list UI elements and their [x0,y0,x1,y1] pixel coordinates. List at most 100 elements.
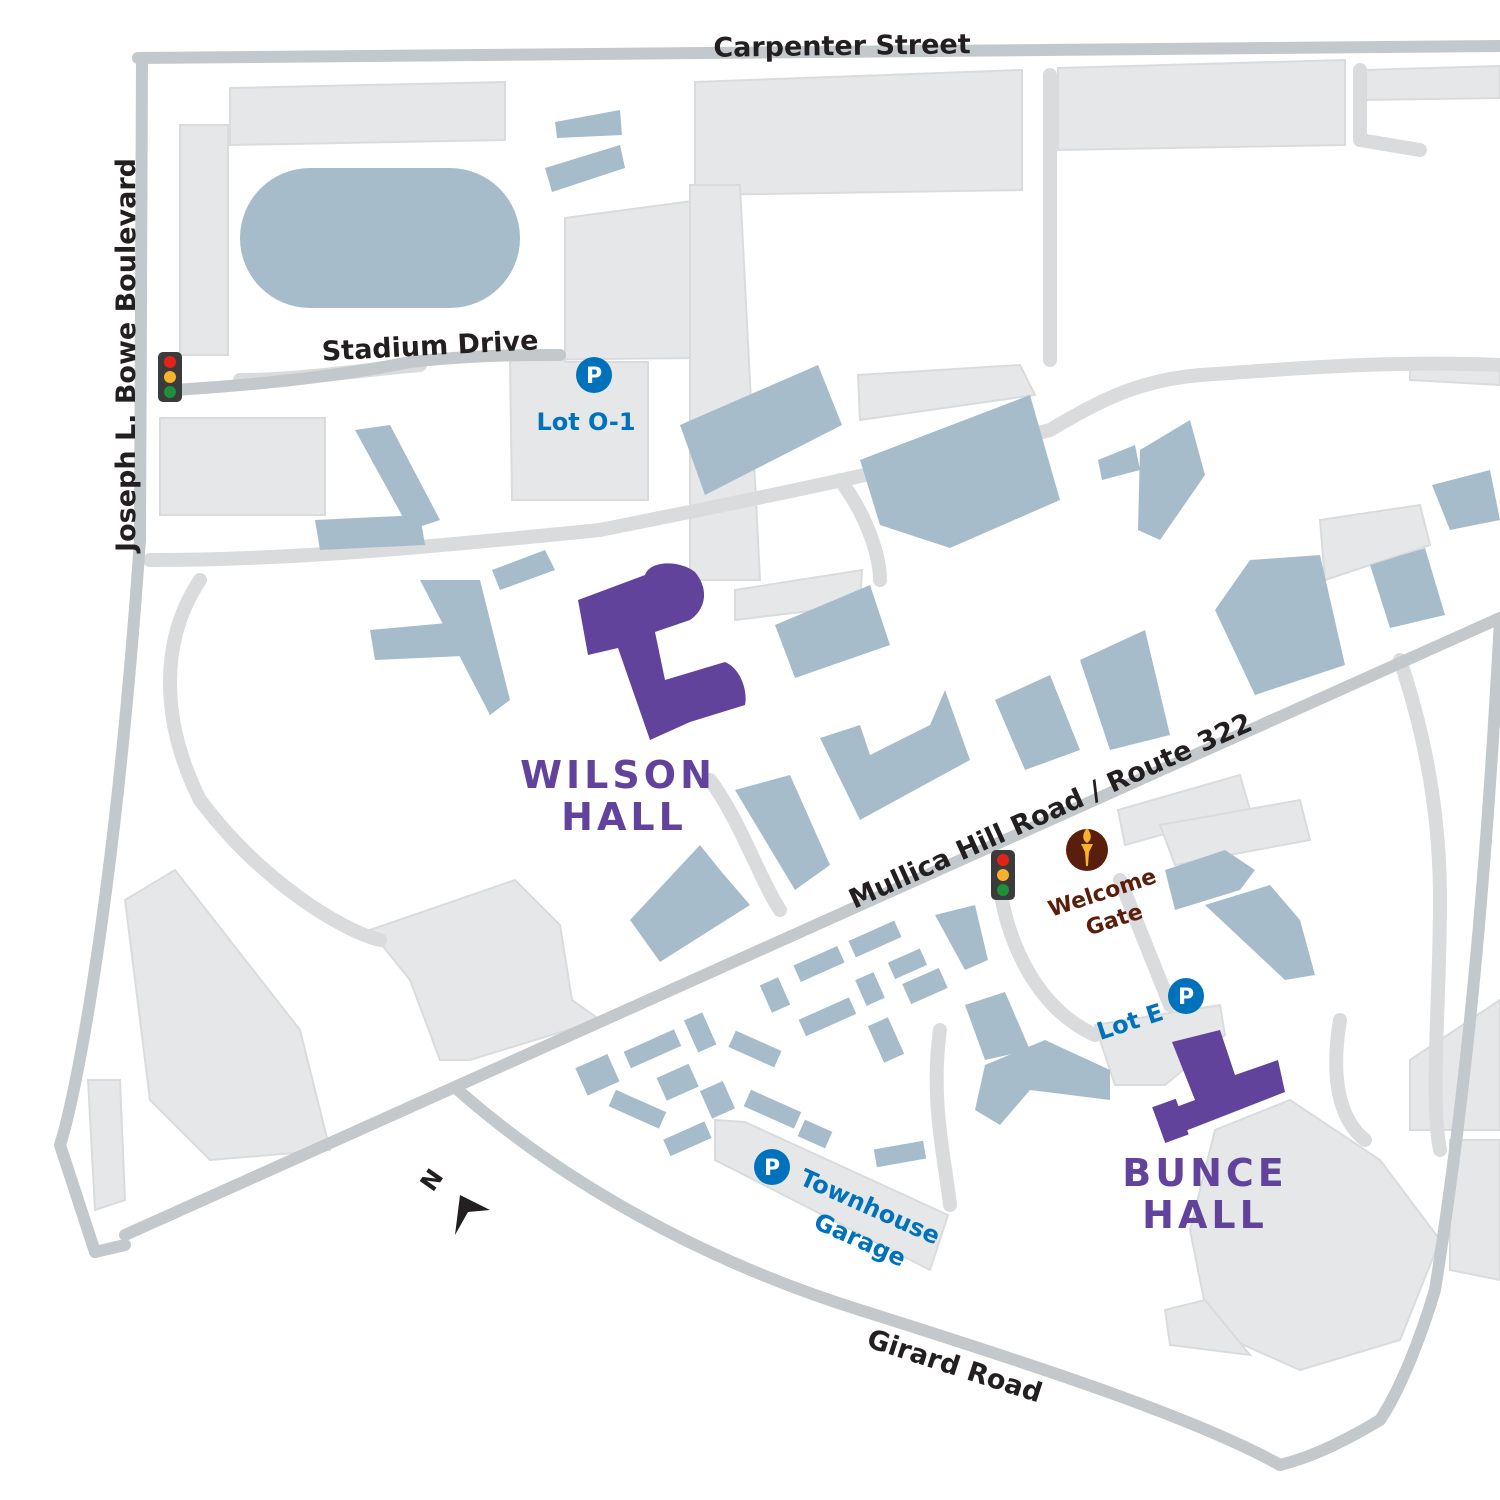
building [545,145,625,192]
wilson-hall-label-line2: HALL [561,795,687,839]
svg-text:P: P [586,364,602,389]
lot-area [694,68,1023,197]
building [995,675,1080,770]
townhouse [683,1012,717,1053]
lot-areas [86,58,1500,1372]
wilson-hall-building [578,563,746,740]
townhouse [699,1081,735,1119]
carpenter-street-road [132,40,1500,64]
building [775,585,890,678]
svg-text:P: P [764,1156,780,1181]
building [1165,850,1255,910]
building [860,395,1060,548]
walkway [929,1023,957,1212]
carpenter-street-label: Carpenter Street [713,29,971,64]
lot-o1-label: Lot O-1 [536,408,635,436]
building [1098,445,1140,480]
lot-area [86,1079,127,1212]
walkway [993,883,1102,1042]
bunce-hall-wing [1152,1098,1189,1143]
lot-area [1188,1098,1442,1372]
townhouse [855,972,885,1006]
mullica-hill-road [119,612,1500,1241]
buildings [315,110,1500,1125]
torch-icon [1066,828,1108,871]
townhouse [798,997,857,1037]
compass: N [415,1164,490,1235]
townhouse [656,1063,699,1101]
building [965,992,1030,1060]
traffic-light-icon [991,850,1015,900]
building [680,365,842,495]
lot-area [689,184,762,581]
compass-label: N [415,1164,449,1197]
building [820,690,970,820]
parking-icon: P [576,357,612,393]
townhouse [793,946,845,982]
bunce-hall-label[interactable]: BUNCE HALL [1122,1151,1287,1237]
townhouse [759,977,791,1013]
lot-area [179,124,229,356]
building [935,905,988,970]
townhouse [575,1053,620,1096]
walkways [143,63,1500,1212]
lot-area [1057,58,1346,152]
townhouse [608,1089,667,1129]
townhouse [867,1017,905,1063]
parking-icon: P [754,1149,790,1185]
svg-text:P: P [1178,985,1194,1010]
townhouse [887,948,928,980]
lot-area [856,363,1037,422]
bowe-boulevard-label: Joseph L. Bowe Boulevard [111,158,142,554]
townhouse [902,967,948,1005]
walkway [1329,1013,1372,1147]
building [630,845,750,962]
east-boundary-road [1274,614,1500,1471]
building [1080,630,1170,750]
lot-area [1158,798,1312,867]
townhouse [873,1140,927,1168]
walkway [163,573,387,947]
bunce-hall-label-line1: BUNCE [1122,1151,1287,1195]
north-arrow-icon [455,1195,490,1235]
walkway [1393,653,1447,1157]
lot-area [1163,1298,1253,1357]
lot-area [1364,64,1500,102]
roads [54,40,1500,1471]
building [975,1040,1110,1125]
parking-icon: P [1168,978,1204,1014]
townhouse [728,1030,782,1068]
building [1370,548,1445,628]
townhouse [797,1119,833,1149]
building [1205,885,1315,980]
walkway [1353,63,1427,157]
building [1432,470,1500,530]
bowe-boulevard-road [54,52,148,1258]
parking-lot-o1[interactable]: P Lot O-1 [536,357,636,436]
walkway [1113,873,1177,1012]
stadium-drive-road [169,349,566,396]
building [555,110,622,138]
highlight-buildings [578,563,1285,1143]
townhouse [848,920,902,958]
stadium-track [240,168,520,308]
walkway [833,473,887,587]
bunce-hall-building [1168,1030,1285,1135]
walkway [703,773,787,917]
traffic-light-icon [158,352,182,402]
townhouse-cluster [575,920,948,1168]
girard-road [452,1084,1286,1471]
lot-area [229,80,506,147]
building [355,425,440,530]
townhouse [743,1089,802,1129]
wilson-hall-label[interactable]: WILSON HALL [520,753,716,839]
building [1138,420,1205,540]
lot-area [123,868,332,1162]
southwest-boundary-road [89,1239,131,1258]
building [370,620,485,660]
building [735,775,830,890]
townhouse [623,1029,682,1069]
townhouse [663,1121,712,1157]
welcome-gate[interactable]: Welcome Gate [1045,828,1160,941]
